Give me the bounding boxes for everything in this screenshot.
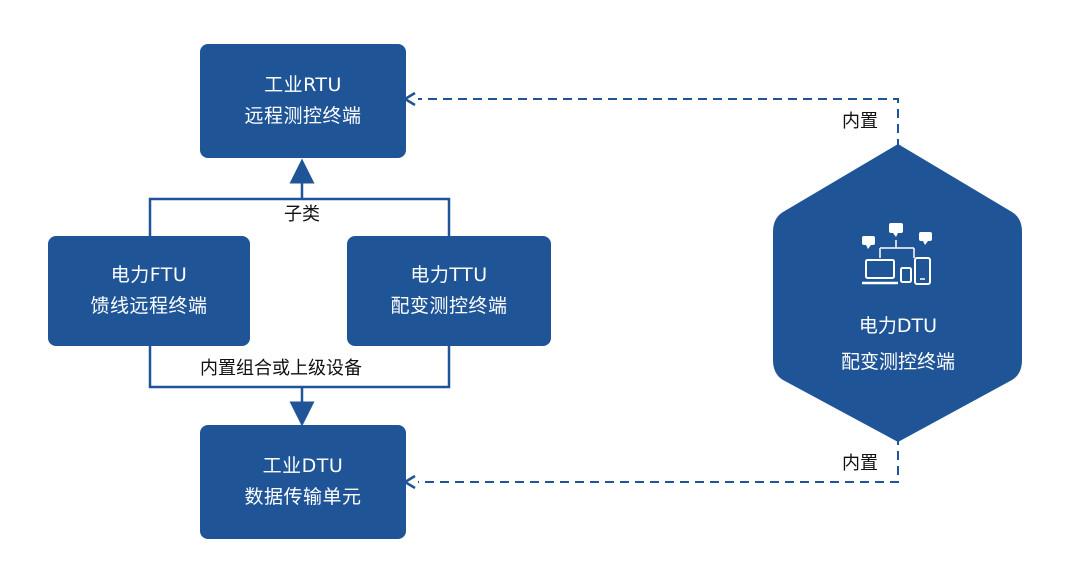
node-title: 工业DTU (262, 454, 344, 477)
edge-label-builtin-combo: 内置组合或上级设备 (198, 358, 364, 379)
node-title: 电力FTU (110, 263, 188, 286)
subclass-connector (148, 197, 451, 236)
node-power-ttu: 电力TTU 配变测控终端 (347, 236, 551, 346)
node-subtitle: 配变测控终端 (840, 351, 955, 374)
builtin-top-arrowhead (402, 91, 416, 107)
builtin-bottom-dashed-connector (418, 436, 899, 483)
edge-label-builtin-bottom: 内置 (842, 453, 878, 474)
node-title: 电力TTU (410, 263, 488, 286)
node-subtitle: 远程测控终端 (244, 105, 362, 127)
edge-label-subclass: 子类 (282, 204, 322, 225)
node-subtitle: 馈线远程终端 (90, 295, 208, 317)
node-title: 工业RTU (264, 73, 342, 96)
node-title: 电力DTU (858, 315, 938, 337)
node-power-dtu: 电力DTU 配变测控终端 (798, 308, 998, 380)
node-industrial-rtu: 工业RTU 远程测控终端 (200, 44, 406, 158)
node-industrial-dtu: 工业DTU 数据传输单元 (200, 425, 406, 539)
builtin-top-dashed-connector (418, 98, 899, 148)
edge-label-builtin-top: 内置 (842, 111, 878, 132)
combo-connector (148, 346, 451, 389)
builtin-bottom-arrowhead (402, 474, 416, 490)
node-subtitle: 数据传输单元 (244, 486, 362, 508)
node-power-ftu: 电力FTU 馈线远程终端 (48, 236, 250, 346)
devices-chat-icon (862, 223, 932, 285)
node-subtitle: 配变测控终端 (390, 295, 508, 317)
power-dtu-hexagon (773, 144, 1022, 442)
